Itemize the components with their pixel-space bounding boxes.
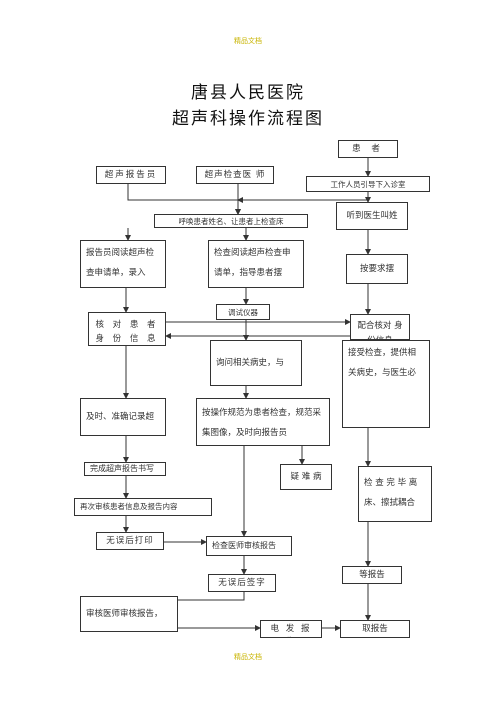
box-complete-report: 完成超声报告书写 bbox=[84, 462, 166, 476]
box-report-clerk: 超声报告员 bbox=[96, 166, 166, 184]
footer-watermark: 精品文档 bbox=[234, 653, 262, 661]
box-inquire-history: 询问相关病史，与 bbox=[210, 340, 302, 386]
box-doctor-read: 检查阅读超声检查申请单，指导患者摆 bbox=[208, 240, 304, 288]
box-sign: 无误后签字 bbox=[208, 574, 276, 592]
arrow-guide-to-call bbox=[237, 192, 369, 203]
header-watermark: 精品文档 bbox=[234, 37, 262, 45]
arrow-clerk-to-call bbox=[127, 184, 241, 215]
box-hear-name: 听到医生叫姓 bbox=[336, 202, 408, 230]
box-print: 无误后打印 bbox=[96, 532, 164, 550]
box-finish-exam: 检 查 完 毕 离 床、擦拭耦合 bbox=[358, 466, 432, 522]
box-accept-exam: 接受检查，提供相关病史，与医生必 bbox=[342, 340, 430, 428]
box-chief-review: 审核医师审核报告， bbox=[80, 596, 178, 632]
box-exam-doctor: 超声检查医 师 bbox=[196, 166, 274, 184]
box-call-patient: 呼唤患者姓名、让患者上检查床 bbox=[154, 214, 308, 228]
box-standard-exam: 按操作规范为患者检查，规范采集图像，及时向报告员 bbox=[196, 398, 330, 446]
box-difficult-case: 疑 难 病 例 bbox=[280, 464, 332, 490]
box-clerk-read: 报告员阅读超声检查申请单，录入 bbox=[80, 240, 166, 288]
box-debug-instrument: 调试仪器 bbox=[216, 304, 270, 320]
box-staff-guide: 工作人员引导下入诊室 bbox=[306, 176, 430, 192]
box-issue-report: 电 发 报 告 bbox=[260, 620, 322, 638]
box-record: 及时、准确记录超 bbox=[80, 398, 166, 436]
box-recheck-report: 再次审核患者信息及报告内容 bbox=[74, 498, 212, 516]
box-patient: 患 者 bbox=[338, 140, 398, 158]
page-title-hospital: 唐县人民医院 bbox=[191, 83, 305, 103]
page-title-process: 超声科操作流程图 bbox=[172, 109, 324, 129]
box-follow-position: 按要求摆 bbox=[346, 254, 408, 284]
box-wait-report: 等报告 bbox=[342, 566, 402, 584]
box-doctor-review: 检查医师审核报告 bbox=[206, 536, 292, 556]
box-take-report: 取报告 bbox=[340, 620, 410, 638]
box-verify-patient: 核 对 患 者 身 份 信 息 bbox=[88, 312, 166, 346]
